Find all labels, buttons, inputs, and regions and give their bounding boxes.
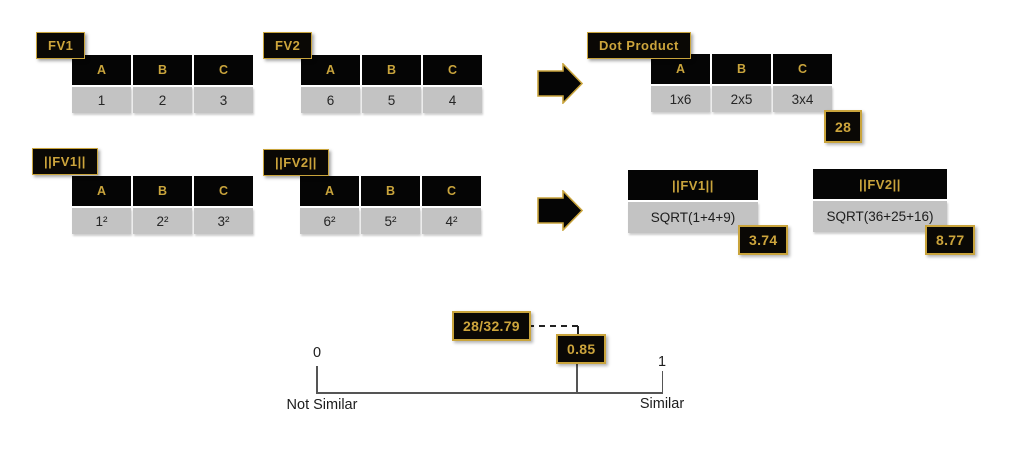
fv1-norm-formula: SQRT(1+4+9): [628, 202, 758, 233]
fv2-sq-value-c: 4²: [422, 208, 481, 234]
fv2-value-b: 5: [362, 87, 421, 113]
not-similar-caption: Not Similar: [286, 397, 358, 413]
scale-min-tick-label: 0: [312, 345, 322, 361]
fv2-tag: FV2: [263, 32, 313, 59]
right-arrow-icon: [537, 190, 584, 231]
scale-max-tick-label: 1: [657, 354, 667, 370]
dashed-connector-horizontal: [528, 325, 578, 327]
fraction-chip: 28/32.79: [452, 311, 531, 341]
fv1-squared-table: A B C 1² 2² 3²: [72, 176, 253, 234]
fv2-header-b: B: [362, 55, 421, 85]
fv2-squared-table: A B C 6² 5² 4²: [300, 176, 481, 234]
fv1-norm-tag: ||FV1||: [32, 148, 98, 175]
fv1-header-a: A: [72, 55, 131, 85]
dot-product-result-chip: 28: [824, 110, 863, 143]
dot-product-table: A B C 1x6 2x5 3x4: [651, 54, 832, 112]
fv2-header-c: C: [423, 55, 482, 85]
fv2-norm-tag: ||FV2||: [263, 149, 329, 176]
fv1-tag: FV1: [36, 32, 86, 59]
fv1-norm-card: ||FV1|| SQRT(1+4+9): [628, 170, 758, 233]
fv1-value-a: 1: [72, 87, 131, 113]
fv2-header-a: A: [301, 55, 360, 85]
fv2-sq-header-a: A: [300, 176, 359, 206]
fv1-sq-value-a: 1²: [72, 208, 131, 234]
fv1-sq-header-b: B: [133, 176, 192, 206]
fv1-sq-value-c: 3²: [194, 208, 253, 234]
fv2-sq-header-c: C: [422, 176, 481, 206]
scale-left-tick: [316, 366, 318, 392]
fv2-sq-header-b: B: [361, 176, 420, 206]
fv1-norm-card-title: ||FV1||: [628, 170, 758, 200]
value-marker-line: [576, 362, 578, 393]
dot-value-c: 3x4: [773, 86, 832, 112]
fv2-table: A B C 6 5 4: [301, 55, 482, 113]
dot-product-tag: Dot Product: [587, 32, 691, 59]
fv2-norm-formula: SQRT(36+25+16): [813, 201, 947, 232]
scale-axis-line: [316, 392, 663, 394]
fv2-value-a: 6: [301, 87, 360, 113]
fv2-value-c: 4: [423, 87, 482, 113]
fv1-value-c: 3: [194, 87, 253, 113]
fv1-sq-header-a: A: [72, 176, 131, 206]
fv1-value-b: 2: [133, 87, 192, 113]
fv2-norm-card: ||FV2|| SQRT(36+25+16): [813, 169, 947, 232]
fv1-sq-value-b: 2²: [133, 208, 192, 234]
fv2-sq-value-b: 5²: [361, 208, 420, 234]
dot-header-a: A: [651, 54, 710, 84]
fv2-norm-result-chip: 8.77: [925, 225, 976, 255]
right-arrow-icon: [537, 63, 584, 104]
fv1-table: A B C 1 2 3: [72, 55, 253, 113]
dot-value-b: 2x5: [712, 86, 771, 112]
scale-right-tick: [661, 371, 664, 392]
fv1-header-c: C: [194, 55, 253, 85]
fv1-norm-result-chip: 3.74: [738, 225, 789, 255]
fv1-header-b: B: [133, 55, 192, 85]
similar-caption: Similar: [639, 396, 685, 412]
dot-header-b: B: [712, 54, 771, 84]
fv2-sq-value-a: 6²: [300, 208, 359, 234]
dot-header-c: C: [773, 54, 832, 84]
dashed-connector-vertical: [577, 326, 579, 334]
fv1-sq-header-c: C: [194, 176, 253, 206]
fv2-norm-card-title: ||FV2||: [813, 169, 947, 199]
dot-value-a: 1x6: [651, 86, 710, 112]
similarity-value-chip: 0.85: [556, 334, 607, 364]
